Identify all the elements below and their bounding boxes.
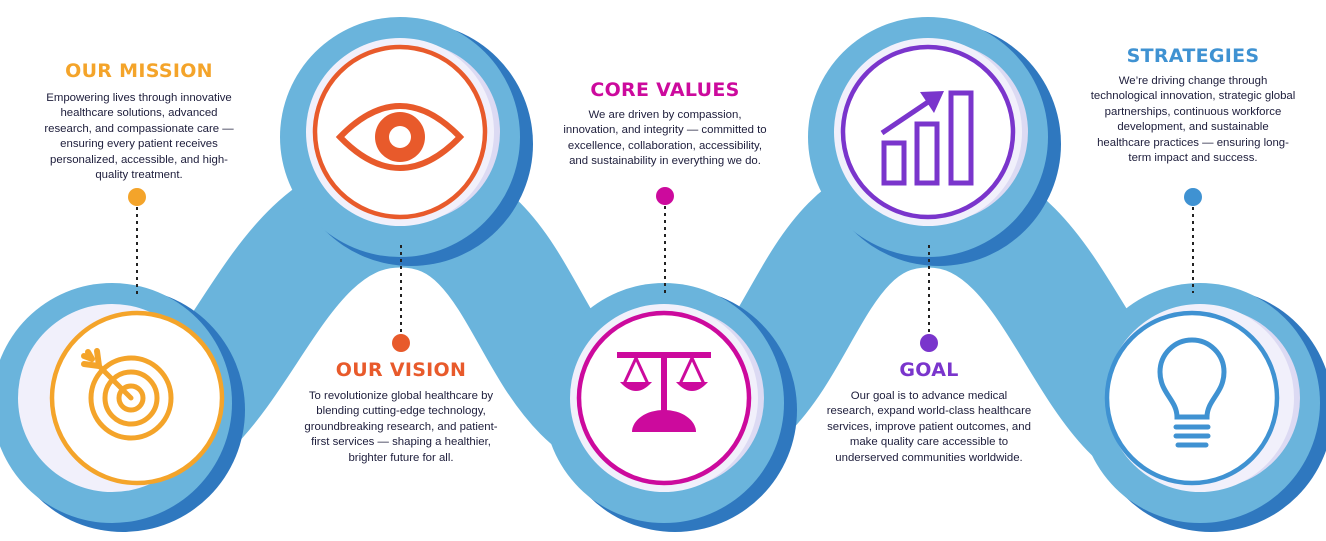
goal-dot [920, 334, 938, 352]
strategies-title: STRATEGIES [1126, 45, 1260, 67]
vision-title: OUR VISION [335, 359, 467, 381]
strategies-node [1080, 283, 1326, 532]
strategies-dot [1184, 188, 1202, 206]
strategies-description: We’re driving change through technologic… [1090, 75, 1296, 165]
growth-chart-icon [880, 90, 974, 186]
target-icon [81, 348, 174, 441]
mission-title: OUR MISSION [65, 60, 213, 82]
mission-node [0, 283, 245, 532]
values-title: CORE VALUES [590, 79, 740, 101]
goal-title: GOAL [899, 359, 959, 381]
vision-dot [392, 334, 410, 352]
eye-icon [335, 103, 465, 171]
lightbulb-icon [1157, 337, 1227, 448]
vision-node [280, 17, 533, 266]
mission-dot [128, 188, 146, 206]
goal-node [808, 17, 1061, 266]
scales-icon [617, 352, 711, 432]
mission-description: Empowering lives through innovative heal… [44, 92, 234, 182]
goal-description: Our goal is to advance medical research,… [826, 390, 1032, 464]
values-dot [656, 187, 674, 205]
values-node [544, 283, 797, 532]
values-description: We are driven by compassion, innovation,… [563, 109, 767, 168]
vision-description: To revolutionize global healthcare by bl… [304, 390, 498, 464]
